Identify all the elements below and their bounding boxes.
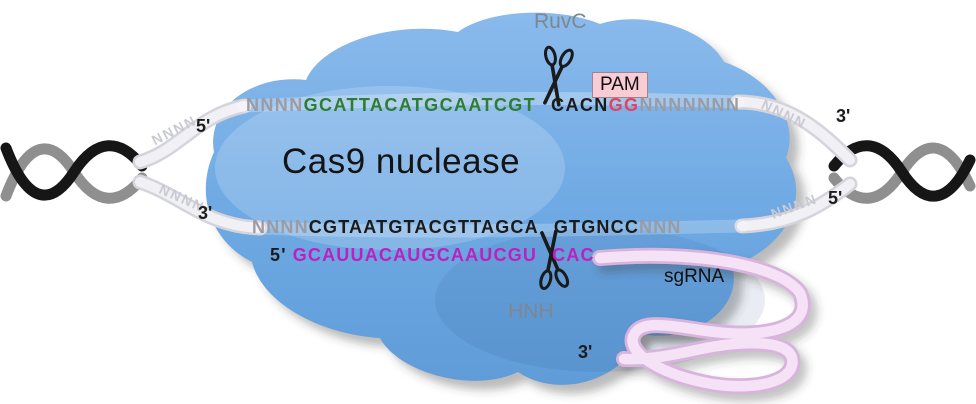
- bottom-flank-left: NNNN: [252, 217, 309, 237]
- dna-strand-ribbons: [132, 92, 858, 238]
- top-strand-5prime-label: 5': [196, 116, 211, 136]
- sgrna-guide-sequence: GCAUUACAUGCAAUCGU: [292, 245, 538, 265]
- sgrna-loop-fill: [594, 250, 808, 392]
- dna-helix-right: [828, 140, 976, 204]
- complement-sequence: CGTAATGTACGTTAGCA: [308, 217, 539, 237]
- pam-label: PAM: [592, 72, 648, 98]
- sgrna-tail-sequence: CAC: [552, 245, 595, 265]
- pam-sequence: GG: [608, 95, 640, 115]
- ribbon-top-right-inner: [733, 97, 855, 165]
- cas9-blob: [205, 12, 797, 385]
- bottom-flank-right: NNN: [639, 217, 682, 237]
- ribbon-bottom-left-inner: [135, 177, 265, 233]
- top-flank-left: NNNN: [246, 95, 304, 115]
- dna-helix-left: [0, 140, 148, 204]
- bottom-after-cut-sequence: GTGNCC: [553, 217, 640, 237]
- ribbon-top-left-inner: [135, 101, 249, 167]
- target-dna-top-strand: NNNNGCATTACATGCAATCGT CACNGGNNNNNNN: [246, 95, 740, 116]
- target-dna-bottom-strand: NNNNCGTAATGTACGTTAGCA GTGNCCNNN: [252, 217, 682, 238]
- bottom-strand-3prime-label: 3': [198, 203, 213, 223]
- top-flank-right: NNNNNNN: [639, 95, 741, 115]
- ruvc-domain-label: RuvC: [534, 10, 587, 33]
- sgrna-loop: [592, 247, 817, 402]
- cas9-title: Cas9 nuclease: [282, 142, 521, 181]
- blob-highlight: [215, 86, 565, 250]
- top-after-cut-sequence: CACN: [551, 95, 609, 115]
- scissors-icon-hnh: [539, 229, 570, 290]
- sgrna-label: sgRNA: [664, 266, 725, 287]
- sgrna-3prime-label: 3': [578, 342, 593, 362]
- top-strand-3prime-label: 3': [836, 106, 851, 126]
- protospacer-sequence: GCATTACATGCAATCGT: [303, 95, 537, 115]
- ribbon-top-band: [237, 92, 745, 113]
- scissors-icon-ruvc: [543, 45, 574, 107]
- ribbon-bottom-band: [253, 219, 749, 238]
- bottom-strand-5prime-label: 5': [828, 188, 843, 208]
- hnh-domain-label: HNH: [508, 300, 554, 323]
- sgrna-sequence-row: 5'GCAUUACAUGCAAUCGU CAC: [270, 245, 595, 266]
- ribbon-bottom-right-inner: [737, 179, 855, 231]
- sgrna-5prime-label: 5': [270, 245, 287, 265]
